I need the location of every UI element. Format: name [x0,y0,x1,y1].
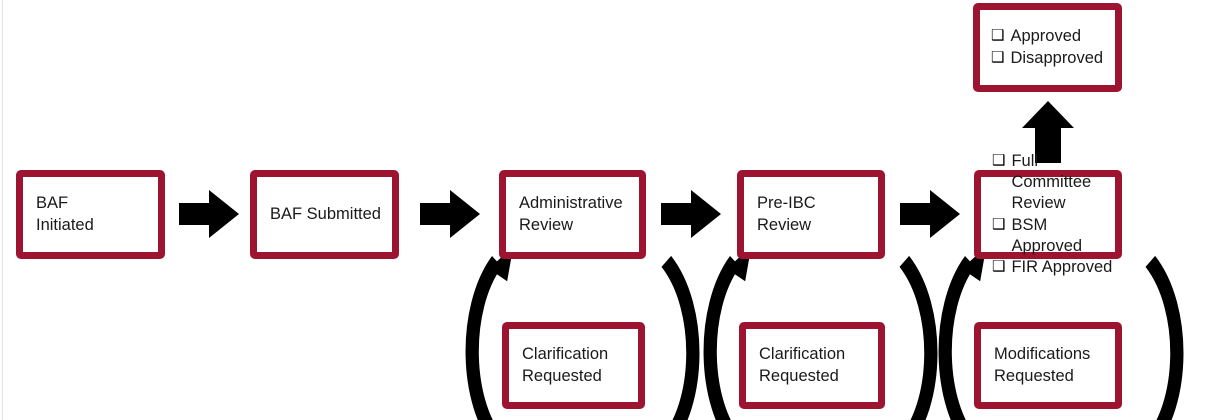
arrow-initiated-to-submitted [179,190,239,238]
node-modifications-requested[interactable]: Modifications Requested [974,322,1122,409]
node-administrative-review[interactable]: Administrative Review [499,170,646,259]
node-baf-initiated[interactable]: BAF Initiated [16,170,165,259]
checkbox-label: FIR Approved [1011,257,1113,276]
checkbox-row-full-committee-review[interactable]: ❑ Full Committee Review [981,151,1115,214]
node-label: Pre-IBC Review [757,194,816,234]
node-baf-submitted[interactable]: BAF Submitted [250,170,399,259]
checkbox-icon[interactable]: ❑ [991,48,1005,66]
loop-preibc-to-clarification-2-out [888,261,931,420]
node-label: BAF Initiated [36,194,94,234]
page-edge-line [2,0,3,420]
node-decision-outcome[interactable]: ❑ Approved ❑ Disapproved [973,3,1122,92]
node-clarification-requested-2[interactable]: Clarification Requested [739,322,885,409]
checkbox-icon[interactable]: ❑ [992,215,1006,233]
checkbox-icon[interactable]: ❑ [991,27,1005,45]
checkbox-label: Full Committee Review [1011,152,1092,213]
checkbox-row-fir-approved[interactable]: ❑ FIR Approved [981,257,1115,278]
node-label: Clarification Requested [759,345,846,385]
checkbox-label: BSM Approved [1011,215,1083,255]
loop-review-to-modifications-out [1134,261,1177,420]
checkbox-row-disapproved[interactable]: ❑ Disapproved [980,48,1115,69]
arrow-preibc-to-review-type [900,190,960,238]
checkbox-icon[interactable]: ❑ [992,257,1006,275]
arrow-submitted-to-admin [420,190,480,238]
node-label: BAF Submitted [270,204,381,223]
node-label: Clarification Requested [522,345,609,385]
checkbox-row-bsm-approved[interactable]: ❑ BSM Approved [981,215,1115,257]
loop-admin-to-clarification-1-out [650,261,693,420]
checkbox-label: Disapproved [1010,48,1104,67]
checkbox-row-approved[interactable]: ❑ Approved [980,26,1115,47]
node-clarification-requested-1[interactable]: Clarification Requested [502,322,645,409]
node-label: Administrative Review [519,194,623,234]
arrow-admin-to-preibc [661,190,721,238]
node-label: Modifications Requested [994,345,1091,385]
node-review-type[interactable]: ❑ Full Committee Review ❑ BSM Approved ❑… [974,152,1122,276]
node-pre-ibc-review[interactable]: Pre-IBC Review [737,170,885,259]
checkbox-label: Approved [1010,27,1082,46]
checkbox-icon[interactable]: ❑ [992,152,1006,170]
